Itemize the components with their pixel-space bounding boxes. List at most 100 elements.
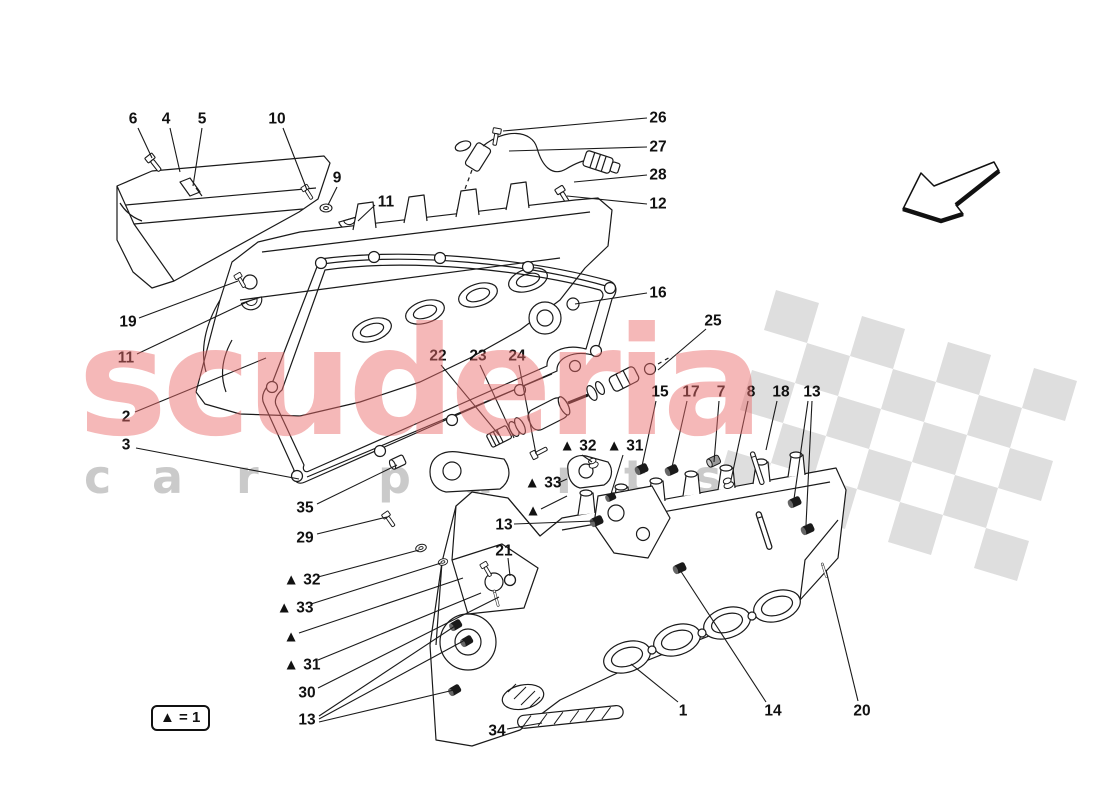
callout-24: 24 xyxy=(508,348,526,365)
leader-line-17 xyxy=(671,400,688,468)
leader-line-8 xyxy=(730,400,749,481)
solenoid-assembly xyxy=(486,355,673,448)
leader-line-26 xyxy=(502,117,648,132)
callout-6: 6 xyxy=(129,111,138,128)
leader-line-13-right xyxy=(805,400,813,526)
callout-23: 23 xyxy=(469,348,487,365)
leader-line-10 xyxy=(282,127,308,191)
leader-line-30 xyxy=(317,596,500,689)
leader-line-tri33-mid xyxy=(557,478,568,484)
leader-line-tri-mid xyxy=(540,495,568,510)
callout-tri32-mid: ▲ 32 xyxy=(560,438,597,455)
callout-34: 34 xyxy=(488,723,506,740)
callout-tri32-left: ▲ 32 xyxy=(284,572,321,589)
sensor-cable xyxy=(447,132,621,236)
callout-tri33-left: ▲ 33 xyxy=(277,600,314,617)
leader-line-13-bottom xyxy=(318,689,455,723)
leader-line-14 xyxy=(679,569,767,703)
leader-line-21 xyxy=(507,557,511,577)
callout-19: 19 xyxy=(119,314,137,331)
fasteners-hardware xyxy=(380,450,828,729)
leader-line-tri33-left xyxy=(310,562,442,605)
callout-7: 7 xyxy=(717,384,726,401)
blanking-plate xyxy=(116,155,331,289)
cover-gasket xyxy=(261,250,617,484)
leader-line-tri32-left xyxy=(317,549,420,578)
callout-35: 35 xyxy=(296,500,314,517)
callout-13-right: 13 xyxy=(803,384,821,401)
callout-16: 16 xyxy=(649,285,667,302)
callout-15: 15 xyxy=(651,384,669,401)
leader-line-6 xyxy=(137,127,153,159)
callout-tri-mid: ▲ xyxy=(525,503,540,520)
leader-line-12 xyxy=(566,195,648,205)
callout-11-top: 11 xyxy=(378,194,395,211)
callout-18: 18 xyxy=(772,384,790,401)
leader-line-3 xyxy=(135,447,300,480)
leader-line-13-mid xyxy=(513,520,595,525)
leader-line-18 xyxy=(765,400,778,451)
leader-line-23 xyxy=(479,364,515,439)
leader-line-11-top xyxy=(357,204,376,222)
leader-line-5 xyxy=(192,127,203,187)
leader-line-29 xyxy=(316,516,388,535)
callout-1: 1 xyxy=(679,703,688,720)
leader-line-13-right xyxy=(793,400,809,500)
callout-tri31-mid: ▲ 31 xyxy=(607,438,644,455)
callout-2: 2 xyxy=(122,409,131,426)
callout-5: 5 xyxy=(198,111,207,128)
callout-9: 9 xyxy=(333,170,342,187)
leader-line-1 xyxy=(630,663,679,703)
callout-28: 28 xyxy=(649,167,667,184)
callout-10: 10 xyxy=(268,111,285,128)
callout-8: 8 xyxy=(747,384,756,401)
callout-14: 14 xyxy=(764,703,782,720)
leader-line-2 xyxy=(134,357,267,413)
callout-20: 20 xyxy=(853,703,870,720)
leader-line-4 xyxy=(169,127,181,173)
leader-line-22 xyxy=(440,364,500,436)
cylinder-head xyxy=(429,451,847,747)
callout-12: 12 xyxy=(649,196,666,213)
callout-tri33-mid: ▲ 33 xyxy=(525,475,562,492)
leader-line-tri-left xyxy=(298,577,464,634)
callout-3: 3 xyxy=(122,437,131,454)
callout-25: 25 xyxy=(704,313,722,330)
leader-line-7 xyxy=(713,400,720,463)
callout-11-left: 11 xyxy=(118,350,135,367)
leader-line-19 xyxy=(138,280,239,319)
leader-line-27 xyxy=(508,146,648,152)
callout-tri-left: ▲ xyxy=(283,629,298,646)
callout-tri31-left: ▲ 31 xyxy=(284,657,321,674)
leader-line-13-bottom xyxy=(318,639,466,720)
leader-line-tri31-left xyxy=(317,592,482,661)
leader-line-20 xyxy=(825,569,859,702)
leader-line-28 xyxy=(573,174,648,183)
leader-line-34 xyxy=(506,722,543,730)
leader-line-tri32-mid xyxy=(581,454,593,463)
callout-30: 30 xyxy=(298,685,315,702)
leader-line-24 xyxy=(518,364,537,455)
direction-arrow-icon xyxy=(902,161,1001,224)
callout-13-bottom: 13 xyxy=(298,712,316,729)
dowel-pin xyxy=(517,704,624,729)
callout-4: 4 xyxy=(162,111,171,128)
callout-13-mid: 13 xyxy=(495,517,513,534)
callout-29: 29 xyxy=(296,530,314,547)
cam-cover xyxy=(195,181,613,417)
callout-27: 27 xyxy=(649,139,666,156)
leader-line-16 xyxy=(574,292,648,305)
callout-17: 17 xyxy=(682,384,699,401)
leader-line-35 xyxy=(316,464,398,505)
leader-line-15 xyxy=(641,400,657,467)
leader-line-11-left xyxy=(136,300,250,355)
leader-line-tri31-mid xyxy=(610,454,624,495)
leader-line-13-bottom xyxy=(318,625,456,717)
callout-22: 22 xyxy=(429,348,446,365)
camshaft-cap-brackets xyxy=(429,451,613,493)
leader-line-25 xyxy=(657,328,707,371)
legend-box: ▲ = 1 xyxy=(151,705,211,731)
